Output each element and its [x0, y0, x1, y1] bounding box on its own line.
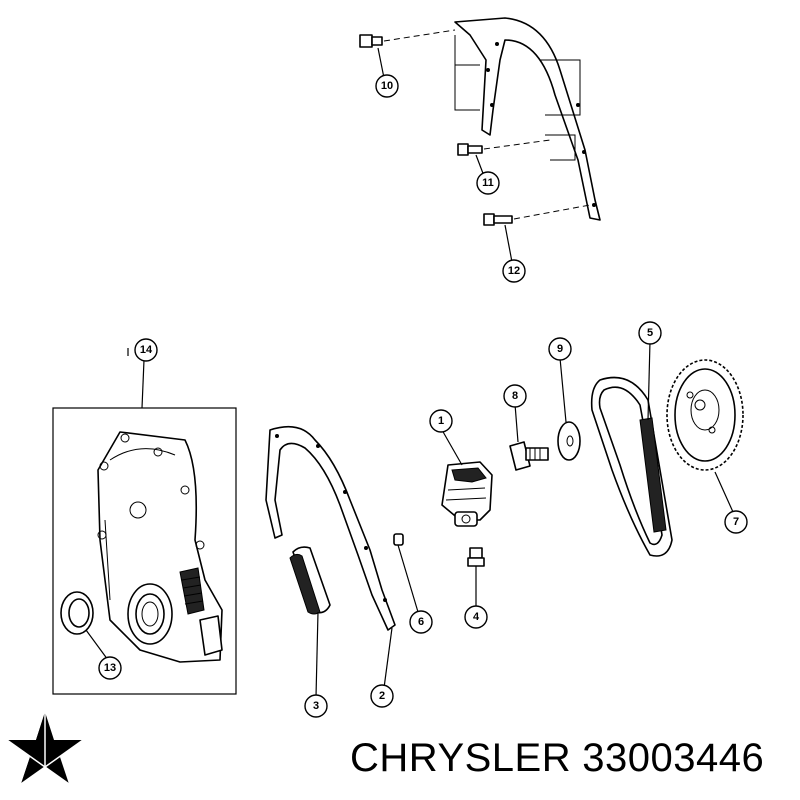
bolt-10	[359, 29, 456, 48]
camshaft-bolt	[509, 441, 549, 471]
callout-13: 13	[98, 656, 122, 680]
svg-text:12: 12	[508, 265, 520, 277]
svg-text:2: 2	[379, 690, 385, 702]
crankshaft-sleeve	[289, 546, 331, 615]
svg-text:6: 6	[418, 616, 424, 628]
chrysler-pentastar-logo	[6, 712, 84, 785]
cover-gasket	[265, 425, 396, 631]
washer	[557, 421, 581, 461]
brand-name: CHRYSLER	[350, 736, 572, 780]
svg-text:9: 9	[557, 343, 563, 355]
svg-text:14: 14	[140, 344, 153, 356]
camshaft-sprocket	[666, 359, 744, 471]
bolt-4	[467, 547, 485, 567]
svg-text:13: 13	[104, 662, 116, 674]
callout-1: 1	[429, 409, 453, 433]
svg-text:1: 1	[438, 415, 444, 427]
callout-5: 5	[638, 321, 662, 345]
timing-cover	[97, 431, 223, 663]
svg-text:8: 8	[512, 390, 518, 402]
leader-lines	[85, 47, 734, 698]
svg-text:11: 11	[482, 177, 494, 189]
bolt-12	[483, 204, 591, 226]
callout-12: 12	[502, 259, 526, 283]
svg-text:10: 10	[381, 80, 393, 92]
callout-7: 7	[724, 510, 748, 534]
svg-text:7: 7	[733, 516, 739, 528]
callout-2: 2	[370, 684, 394, 708]
timing-chain	[590, 376, 673, 557]
part-number: 33003446	[582, 736, 765, 780]
callout-11: 11	[476, 171, 500, 195]
callout-8: 8	[503, 384, 527, 408]
upper-cover-gasket	[454, 17, 601, 221]
callout-6: 6	[409, 610, 433, 634]
callout-14: 14	[134, 338, 158, 362]
callout-10: 10	[375, 74, 399, 98]
callout-9: 9	[548, 337, 572, 361]
brand-and-part-number: CHRYSLER 33003446	[350, 736, 764, 781]
callout-4: 4	[464, 605, 488, 629]
svg-text:5: 5	[647, 327, 653, 339]
svg-text:4: 4	[473, 611, 480, 623]
callout-3: 3	[304, 694, 328, 718]
timing-cover-frame	[52, 407, 237, 695]
oil-seal	[60, 591, 94, 635]
svg-text:3: 3	[313, 700, 319, 712]
chain-tensioner	[441, 461, 493, 527]
plug	[393, 533, 404, 546]
bolt-11	[457, 139, 551, 156]
